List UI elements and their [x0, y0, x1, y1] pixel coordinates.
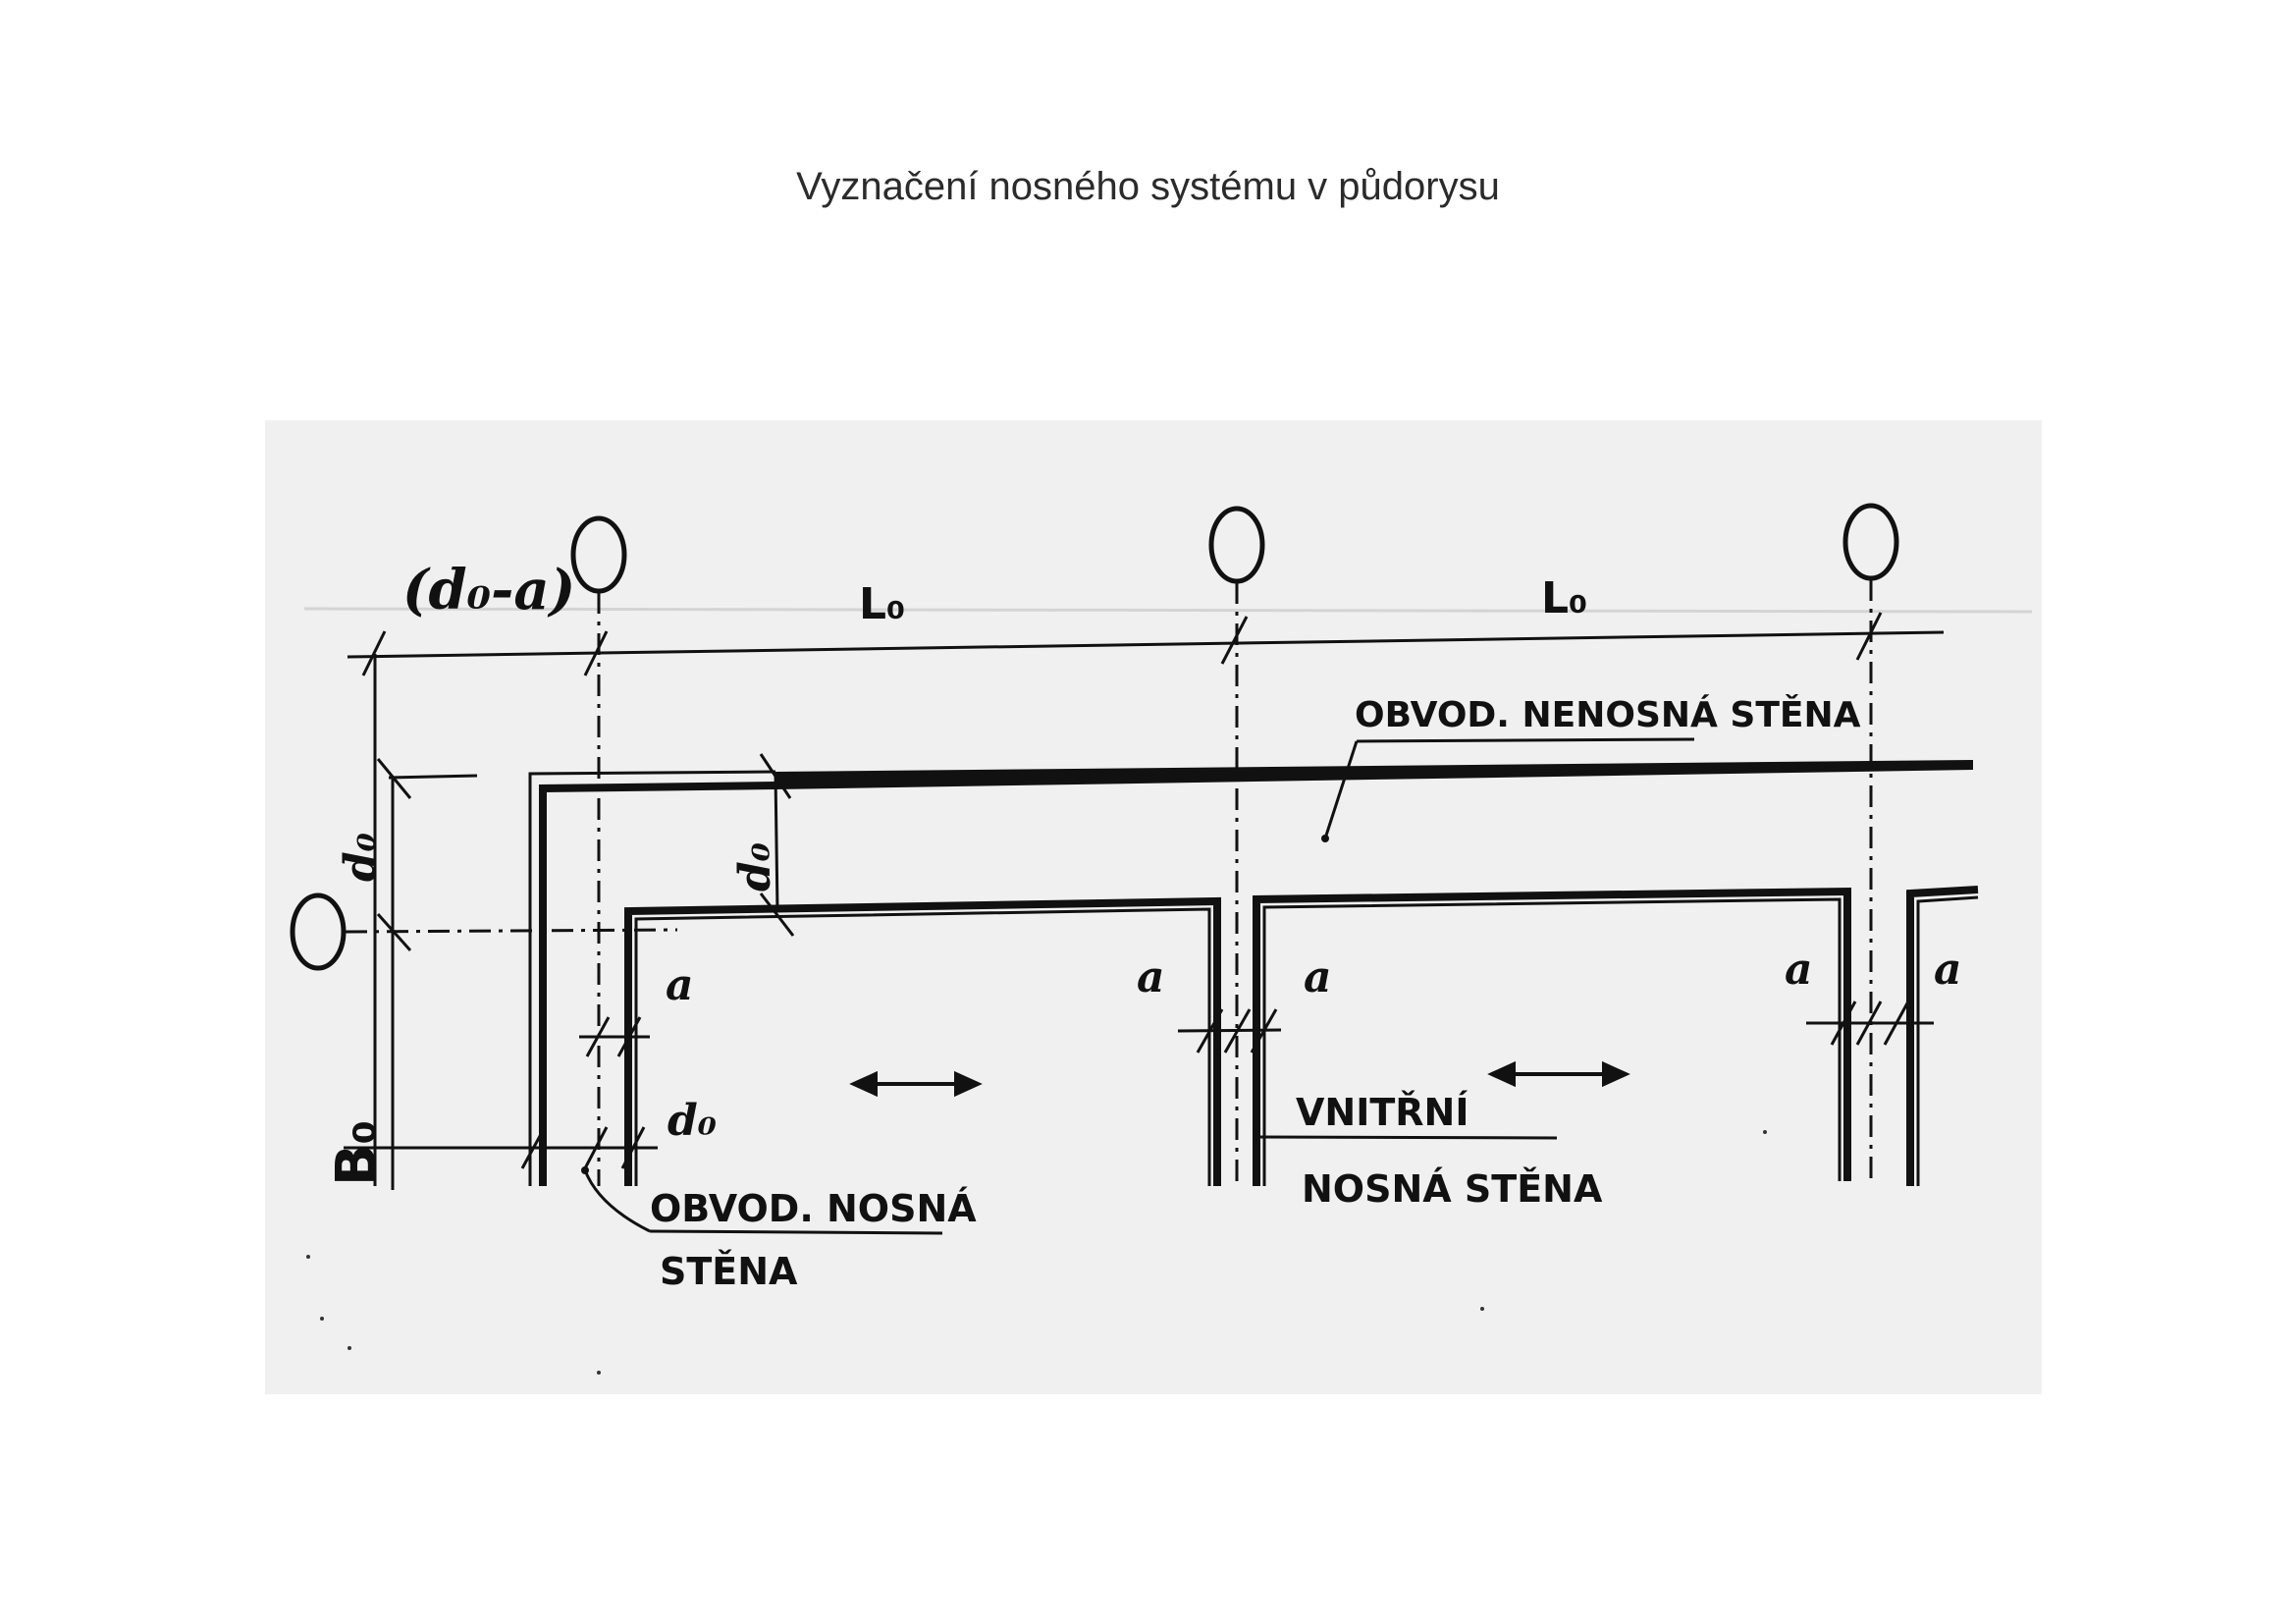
axis-circle-1	[570, 515, 627, 594]
bearing-wall-label-underline	[649, 1229, 943, 1235]
axis-circle-3	[1842, 503, 1899, 581]
outer-wall-corner	[539, 782, 776, 1186]
inner-depth-dim-line	[774, 773, 779, 912]
bearing-wall-bay-2	[1253, 887, 1851, 1186]
label-depth-top: d₀	[336, 833, 386, 882]
label-span-right: L₀	[1541, 573, 1587, 623]
internal-wall-leader	[1255, 1135, 1558, 1140]
label-internal-wall-line2: NOSNÁ STĚNA	[1302, 1167, 1603, 1211]
label-a-right-left: a	[1785, 945, 1813, 995]
bearing-wall-bay-3	[1906, 886, 1979, 1186]
label-nonbearing-wall: OBVOD. NENOSNÁ STĚNA	[1355, 694, 1861, 735]
axis-circle-row	[290, 892, 347, 971]
label-a-left: a	[666, 960, 694, 1010]
label-depth-inner: d₀	[730, 842, 780, 892]
span-direction-arrows	[849, 1060, 1630, 1098]
label-width-b: B₀	[325, 1120, 389, 1186]
page-title: Vyznačení nosného systému v půdorysu	[796, 165, 1500, 208]
internal-wall-leader-dot	[1253, 1133, 1260, 1141]
bearing-wall-bay-1	[624, 896, 1221, 1186]
bearing-wall-leader	[583, 1169, 651, 1233]
label-a-mid-left: a	[1137, 952, 1165, 1002]
axis-line-row	[345, 928, 678, 934]
a-dimension-lines	[344, 1000, 1934, 1169]
bearing-wall-leader-dot	[581, 1166, 589, 1174]
dim-extension-top	[388, 774, 478, 780]
bearing-wall-bay-1-inner	[634, 907, 1211, 1186]
outer-wall-corner-thin	[528, 770, 776, 1186]
scan-artifact-line	[303, 607, 2033, 614]
label-a-mid-right: a	[1304, 952, 1332, 1002]
label-a-right-right: a	[1934, 945, 1962, 995]
label-internal-wall-line1: VNITŘNÍ	[1296, 1091, 1468, 1134]
label-bearing-wall-line1: OBVOD. NOSNÁ	[650, 1187, 977, 1230]
bearing-wall-bay-3-inner	[1916, 895, 1979, 1186]
floor-plan-drawing: (d₀-a) L₀ L₀ OBVOD. NENOSNÁ STĚNA d₀ d₀ …	[290, 503, 2033, 1375]
label-do-minus-a: (d₀-a)	[402, 558, 575, 622]
span-dimension-line	[347, 630, 1945, 659]
dim-vertical-ticks	[376, 758, 412, 951]
nonbearing-label-underline	[1356, 737, 1695, 743]
nonbearing-leader-dot	[1321, 835, 1329, 842]
bearing-wall-bay-2-inner	[1262, 897, 1842, 1186]
scan-specks	[306, 1130, 1767, 1375]
non-bearing-wall-thick	[775, 760, 1973, 789]
nonbearing-leader	[1323, 740, 1359, 839]
axis-lines	[345, 579, 1873, 1186]
axis-circle-2	[1208, 506, 1265, 584]
label-depth-lower: d₀	[667, 1096, 717, 1146]
span-dimension-ticks	[361, 612, 1883, 1186]
label-bearing-wall-line2: STĚNA	[660, 1250, 798, 1293]
label-span-left: L₀	[859, 579, 905, 629]
floor-plan-scan: (d₀-a) L₀ L₀ OBVOD. NENOSNÁ STĚNA d₀ d₀ …	[265, 420, 2042, 1394]
